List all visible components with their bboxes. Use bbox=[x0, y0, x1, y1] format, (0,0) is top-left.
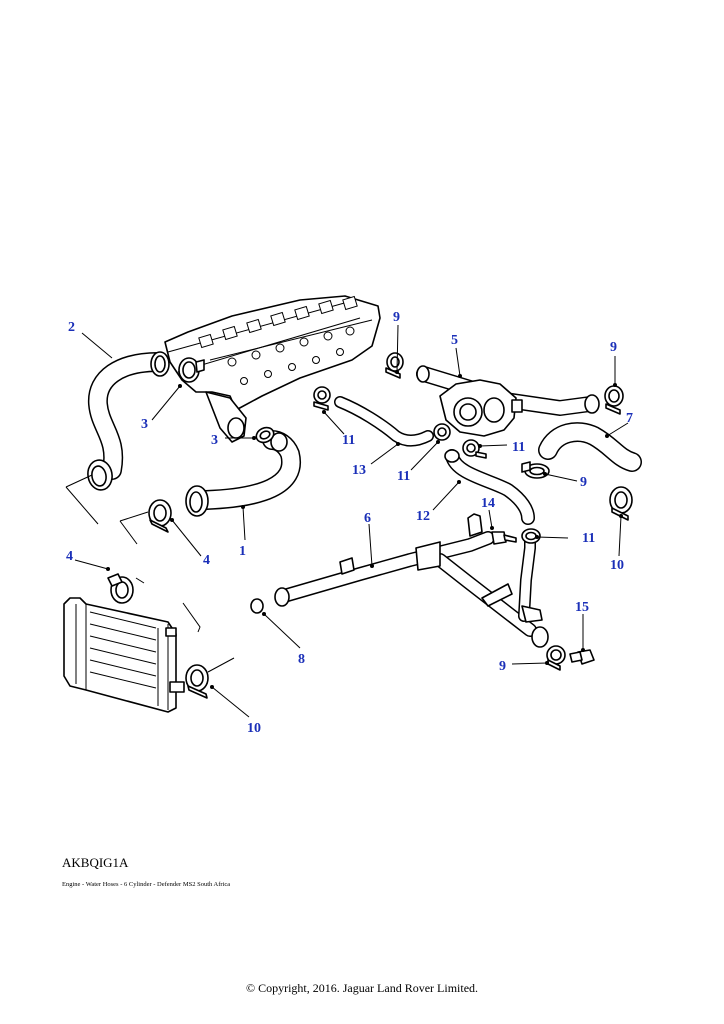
leader-lines bbox=[74, 324, 629, 718]
callout-11: 11 bbox=[512, 440, 525, 455]
callout-11: 11 bbox=[397, 469, 410, 484]
hose-13 bbox=[334, 396, 434, 447]
clamp-3-upper bbox=[178, 357, 205, 383]
clamp-11-mid bbox=[433, 423, 451, 441]
clamp-9-right-top bbox=[604, 385, 624, 415]
o-ring-8 bbox=[250, 598, 264, 614]
hose-2 bbox=[87, 351, 170, 491]
clamp-11-lower bbox=[521, 528, 541, 544]
hose-7 bbox=[538, 422, 642, 472]
clamp-4-left bbox=[107, 573, 134, 604]
callout-9: 9 bbox=[393, 310, 400, 325]
cylinder-head bbox=[164, 295, 381, 443]
clamp-3-lower bbox=[255, 426, 275, 444]
callout-4: 4 bbox=[203, 553, 210, 568]
clamp-9-top bbox=[385, 352, 404, 379]
clamp-10-right bbox=[609, 486, 633, 521]
callout-3: 3 bbox=[211, 433, 218, 448]
callout-7: 7 bbox=[626, 411, 633, 426]
callout-2: 2 bbox=[68, 320, 75, 335]
callout-4: 4 bbox=[66, 549, 73, 564]
callout-3: 3 bbox=[141, 417, 148, 432]
hose-1 bbox=[185, 430, 301, 517]
hose-12 bbox=[444, 449, 535, 525]
clamp-11-right bbox=[462, 439, 487, 459]
clamp-11-upper-left bbox=[313, 386, 331, 411]
callout-14: 14 bbox=[481, 496, 495, 511]
clamp-9-mid-right bbox=[521, 461, 550, 479]
diagram-subtitle: Engine - Water Hoses - 6 Cylinder - Defe… bbox=[62, 881, 231, 888]
callout-9: 9 bbox=[580, 475, 587, 490]
callout-1: 1 bbox=[239, 544, 246, 559]
copyright-notice: © Copyright, 2016. Jaguar Land Rover Lim… bbox=[245, 981, 479, 995]
clamp-9-bottom bbox=[546, 645, 566, 671]
callout-5: 5 bbox=[451, 333, 458, 348]
callout-13: 13 bbox=[352, 463, 366, 478]
clamp-10-left bbox=[185, 664, 209, 699]
callout-10: 10 bbox=[247, 721, 261, 736]
clamp-4-middle bbox=[148, 499, 172, 533]
callout-11: 11 bbox=[582, 531, 595, 546]
thermostat-housing bbox=[439, 379, 523, 437]
assembly-lines-left bbox=[65, 474, 235, 673]
radiator bbox=[63, 597, 185, 713]
bolt-14 bbox=[491, 531, 517, 545]
callout-11: 11 bbox=[342, 433, 355, 448]
diagram-code: AKBQIG1A bbox=[62, 855, 129, 870]
callouts: 2 3 3 1 4 4 9 5 9 7 11 11 13 11 9 12 14 … bbox=[66, 310, 633, 736]
callout-10: 10 bbox=[610, 558, 624, 573]
bolt-15 bbox=[569, 649, 595, 665]
callout-6: 6 bbox=[364, 511, 371, 526]
callout-8: 8 bbox=[298, 652, 305, 667]
callout-12: 12 bbox=[416, 509, 430, 524]
pipe-6 bbox=[274, 513, 549, 648]
callout-9: 9 bbox=[610, 340, 617, 355]
leader-dots bbox=[106, 370, 623, 689]
callout-9: 9 bbox=[499, 659, 506, 674]
callout-15: 15 bbox=[575, 600, 589, 615]
